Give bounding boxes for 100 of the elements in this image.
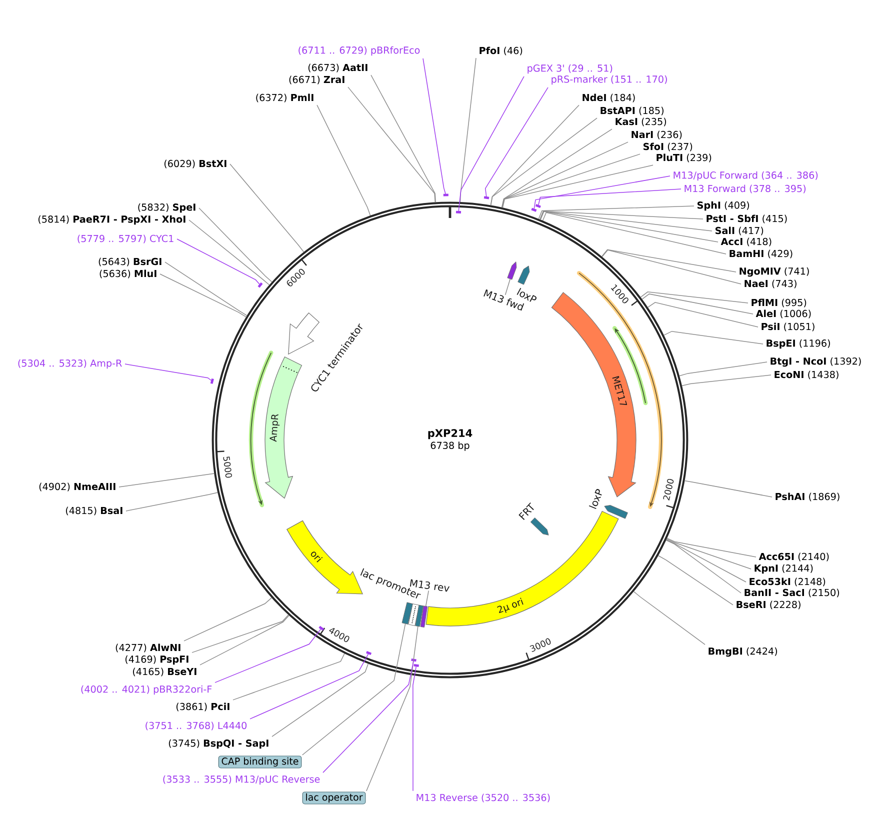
leader-line [538,188,682,206]
restriction-site-label: Acc65I (2140) [758,552,829,562]
leader-line [502,164,654,208]
primer-mark [258,282,263,288]
leader-line [200,615,290,666]
restriction-site-label: KasI (235) [616,118,666,126]
leader-line [484,87,548,197]
leader-line [302,623,406,756]
restriction-site-label: (5832) SpeI [138,203,196,213]
feature-box [415,604,424,627]
restriction-site-label: NgoMIV (741) [740,267,809,277]
leader-line [366,626,418,792]
primer-label: pGEX 3' (29 .. 51) [528,64,612,74]
leader-line [684,480,772,498]
leader-line [460,58,476,202]
leader-line [490,104,580,206]
restriction-site-label: PfoI (46) [480,46,522,56]
restriction-site-label: SfoI (237) [644,142,692,152]
restriction-site-label: (4169) PspFI [125,655,188,665]
primer-label: (4002 .. 4021) pBR322ori-F [81,685,212,695]
leader-line [316,104,371,216]
leader-line [422,58,446,194]
restriction-site-label: (5636) MluI [100,270,156,278]
leader-line [664,330,764,344]
feature-box [402,602,414,624]
primer-mark [535,204,541,208]
leader-line [348,86,436,203]
leader-line [647,302,758,328]
leader-line [642,294,754,314]
restriction-site-label: PstI - SbfI (415) [706,214,787,224]
restriction-site-label: (3745) BspQI - SapI [168,739,268,749]
restriction-site-label: BanII - SacI (2150) [744,588,840,598]
leader-line [666,538,752,570]
leader-line [540,211,712,232]
leader-line [250,654,369,720]
restriction-site-label: BseRI (2228) [736,600,800,610]
leader-line [504,278,511,296]
feature-tag: CAP binding site [218,756,302,768]
leader-line [124,364,212,381]
leader-line [230,164,304,252]
restriction-site-label: PshAI (1869) [776,492,840,502]
restriction-site-label: (5643) BsrGI [98,258,162,266]
feature-band: AmpR [264,356,302,499]
leader-line [501,128,612,208]
leader-line [126,492,218,512]
leader-line [640,292,748,304]
restriction-site-label: PluTI (239) [656,154,712,162]
primer-mark [414,664,419,668]
restriction-site-label: (5814) PaeR7I - PspXI - XhoI [38,215,186,225]
restriction-site-label: SalI (417) [716,226,764,236]
restriction-site-label: PflMI (995) [752,298,806,308]
primer-mark [318,626,324,631]
tick-label: 4000 [329,628,350,642]
leader-line [118,473,215,488]
leader-line [602,250,742,284]
restriction-site-label: (4165) BseYI [133,668,196,676]
primer-mark [366,651,372,656]
leader-line [160,274,246,318]
leader-line [232,653,345,700]
feature-tag: lac operator [302,792,366,804]
leader-line [192,614,289,653]
restriction-site-label: KpnI (2144) [754,564,813,574]
restriction-site-label: Eco53kI (2148) [750,578,826,586]
leader-line [272,663,369,737]
leader-line [538,206,694,220]
restriction-site-label: BtgI - NcoI (1392) [770,357,861,367]
primer-mark [411,658,416,662]
tick-label: 3000 [530,638,551,652]
restriction-site-label: EcoNI (1438) [774,370,838,380]
primer-label: M13 Reverse (3520 .. 3536) [416,794,550,802]
restriction-site-label: (6372) PmlI [256,94,314,102]
restriction-site-label: NdeI (184) [582,94,635,102]
leader-line [540,211,718,242]
feature-box [420,606,428,628]
primer-label: (6711 .. 6729) pBRforEco [298,46,420,56]
leader-line [490,118,598,206]
leader-line [184,597,272,642]
primer-mark [531,208,537,212]
primer-label: (5779 .. 5797) CYC1 [78,234,174,244]
leader-line [164,262,248,316]
restriction-site-label: NaeI (743) [744,280,796,288]
leader-line [214,628,322,683]
primer-mark [443,194,448,196]
leader-line [502,142,628,208]
primer-mark [484,196,490,200]
feature-marker [507,262,517,280]
leader-line [502,154,640,208]
primer-mark [456,210,462,214]
leader-line [425,590,429,607]
restriction-site-label: AccI (418) [720,238,772,246]
leader-line [542,212,726,254]
restriction-site-label: (6029) BstXI [164,160,226,168]
leader-line [458,76,524,212]
restriction-site-label: BamHI (429) [730,250,792,258]
restriction-site-label: AleI (1006) [756,310,811,318]
leader-line [198,208,272,282]
leader-line [534,176,670,209]
leader-line [679,362,768,376]
leader-line [633,591,706,645]
restriction-site-label: BspEI (1196) [766,339,830,349]
